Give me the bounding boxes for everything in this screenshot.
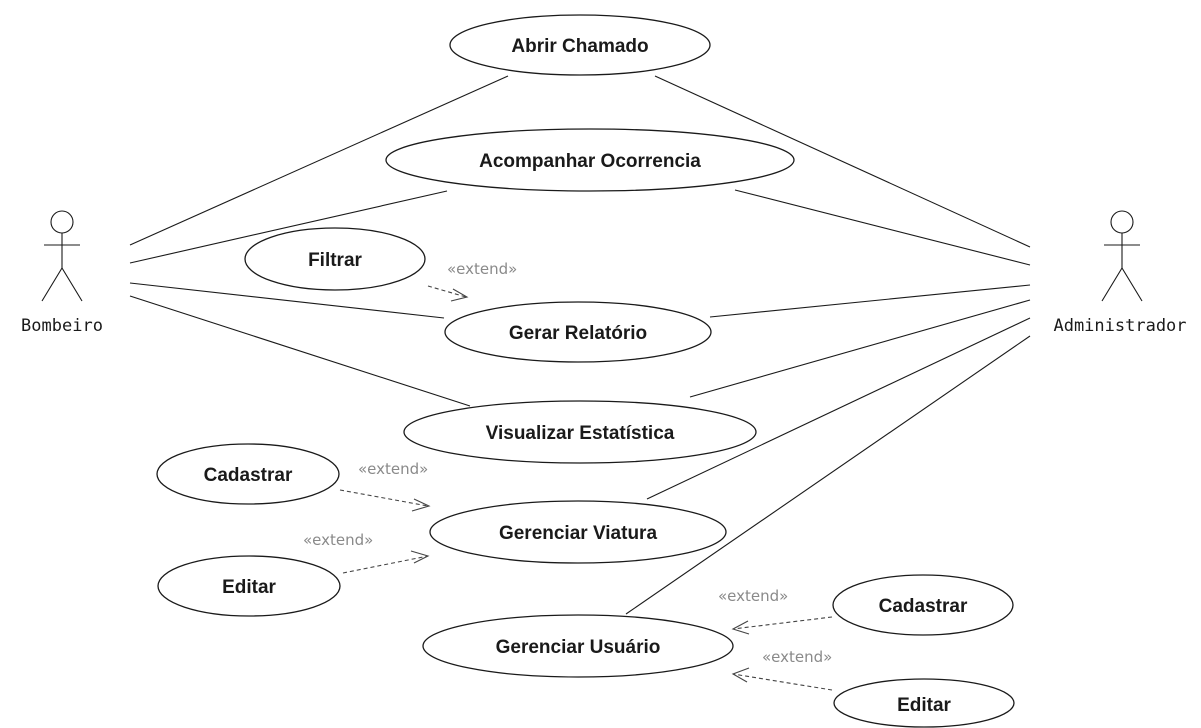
use-case-gerenciar-usuario[interactable]: Gerenciar Usuário: [422, 614, 734, 678]
use-case-label: Visualizar Estatística: [486, 423, 675, 444]
use-case-label: Gerenciar Usuário: [496, 637, 661, 658]
assoc-admin-gerenciar-usuario: [625, 335, 1031, 615]
use-case-acompanhar-ocorrencia[interactable]: Acompanhar Ocorrencia: [385, 128, 795, 192]
use-case-label: Gerenciar Viatura: [499, 523, 658, 544]
extend-filtrar-arrowhead: [450, 288, 469, 302]
use-case-cadastrar-viatura[interactable]: Cadastrar: [156, 443, 340, 505]
administrador-associations: [625, 75, 1031, 615]
actor-label-bombeiro: Bombeiro: [21, 316, 103, 336]
use-case-label: Abrir Chamado: [511, 36, 648, 57]
use-case-gerar-relatorio[interactable]: Gerar Relatório: [444, 301, 712, 363]
extend-label-cadastrar-viatura: «extend»: [358, 460, 428, 478]
assoc-bombeiro-gerar-relatorio: [129, 282, 445, 319]
extend-label-cadastrar-usuario: «extend»: [718, 587, 788, 605]
assoc-bombeiro-visualizar-estatistica: [129, 295, 471, 407]
actor-label-administrador: Administrador: [1053, 316, 1186, 336]
use-case-editar-usuario[interactable]: Editar: [833, 678, 1015, 728]
use-case-filtrar[interactable]: Filtrar: [244, 227, 426, 291]
use-case-abrir-chamado[interactable]: Abrir Chamado: [449, 14, 711, 76]
use-case-visualizar-estatistica[interactable]: Visualizar Estatística: [403, 400, 757, 464]
extend-labels: «extend» «extend» «extend» «extend» «ext…: [303, 260, 832, 666]
extend-filtrar-arrow: [427, 285, 467, 298]
assoc-admin-gerenciar-viatura: [646, 317, 1031, 500]
extend-label-editar-viatura: «extend»: [303, 531, 373, 549]
extend-label-filtrar: «extend»: [447, 260, 517, 278]
bombeiro-associations: [129, 75, 509, 407]
use-case-label: Cadastrar: [204, 465, 293, 486]
use-case-gerenciar-viatura[interactable]: Gerenciar Viatura: [429, 500, 727, 564]
actor-stick-figure-icon: [1101, 210, 1143, 302]
assoc-admin-abrir-chamado: [654, 75, 1031, 248]
extend-cadastrar-viatura-arrow: [339, 489, 429, 507]
use-case-label: Gerar Relatório: [509, 323, 647, 344]
assoc-admin-acompanhar-ocorrencia: [734, 189, 1031, 266]
use-case-label: Editar: [897, 695, 951, 716]
extend-dependencies: [339, 285, 833, 691]
extend-editar-usuario-arrow: [732, 673, 833, 691]
extend-label-editar-usuario: «extend»: [762, 648, 832, 666]
extend-editar-viatura-arrow: [342, 555, 429, 574]
actor-administrador[interactable]: Administrador: [1053, 210, 1187, 336]
extend-editar-usuario-arrowhead: [731, 667, 750, 683]
use-case-label: Filtrar: [308, 250, 362, 271]
extend-cadastrar-usuario-arrow: [732, 616, 833, 630]
use-case-editar-viatura[interactable]: Editar: [157, 555, 341, 617]
actor-bombeiro[interactable]: Bombeiro: [21, 210, 103, 336]
actor-stick-figure-icon: [41, 210, 83, 302]
use-case-label: Acompanhar Ocorrencia: [479, 151, 701, 172]
extend-cadastrar-usuario-arrowhead: [731, 620, 750, 635]
extend-cadastrar-viatura-arrowhead: [411, 498, 431, 512]
assoc-admin-visualizar-estatistica: [689, 299, 1031, 398]
use-case-label: Cadastrar: [879, 596, 968, 617]
use-case-cadastrar-usuario[interactable]: Cadastrar: [832, 574, 1014, 636]
assoc-admin-gerar-relatorio: [709, 284, 1031, 318]
use-case-label: Editar: [222, 577, 276, 598]
extend-editar-viatura-arrowhead: [410, 550, 430, 564]
assoc-bombeiro-acompanhar-ocorrencia: [129, 190, 448, 264]
assoc-bombeiro-abrir-chamado: [129, 75, 509, 246]
